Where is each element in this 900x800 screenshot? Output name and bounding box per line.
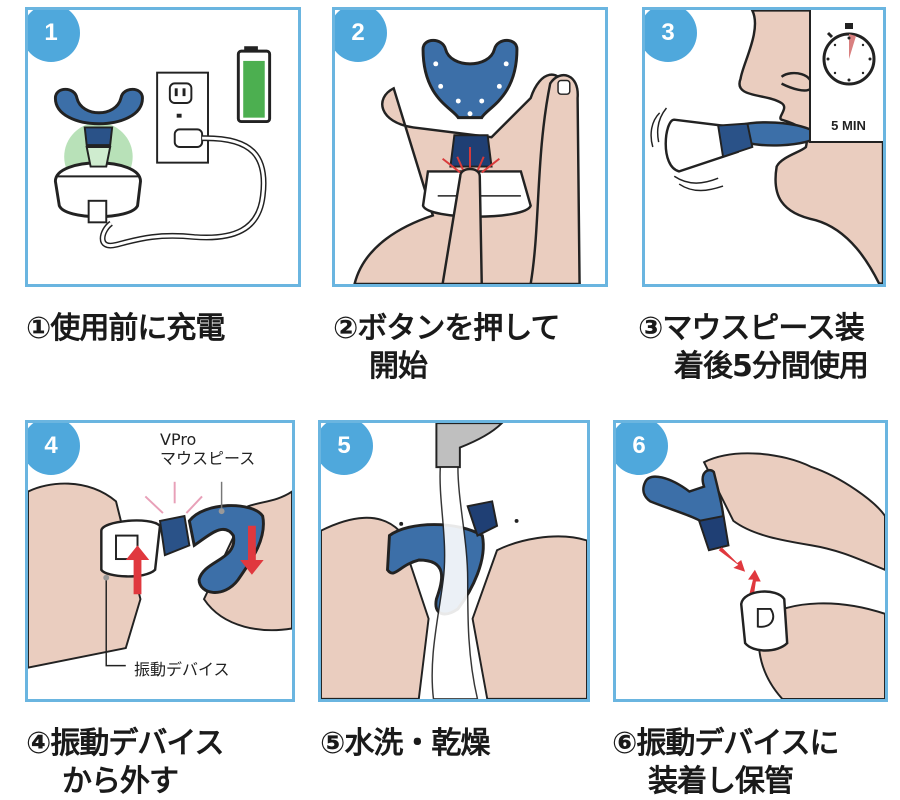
vibration-device-label: 振動デバイス <box>134 660 230 679</box>
timer-label: 5 MIN <box>831 118 866 133</box>
step-3-panel: 3 5 MIN <box>642 7 886 287</box>
step-4-caption-line1: ④振動デバイス <box>26 726 225 761</box>
callout-top-line2: マウスピース <box>160 449 256 468</box>
step-1-caption: ①使用前に充電 <box>26 310 225 348</box>
vpro-mouthpiece-label: VPro マウスピース <box>160 430 255 468</box>
step-4-badge: 4 <box>28 423 80 475</box>
step-5-panel: 5 <box>318 420 590 702</box>
step-6-badge: 6 <box>616 423 668 475</box>
step-5-caption: ⑤水洗・乾燥 <box>320 725 490 763</box>
step-3-caption-line1: ③マウスピース装 <box>638 311 865 346</box>
wall-outlet-icon <box>156 71 209 164</box>
step-1-caption-line1: ①使用前に充電 <box>26 311 225 346</box>
step-6-panel: 6 <box>613 420 888 702</box>
step-4-panel: 4 VPro マウスピース 振動デバイス <box>25 420 295 702</box>
step-3-caption: ③マウスピース装 着後5分間使用 <box>638 310 869 386</box>
rinse-illustration <box>321 423 587 699</box>
step-1-panel: 1 <box>25 7 301 287</box>
step-3-badge: 3 <box>645 10 697 62</box>
step-5-caption-line1: ⑤水洗・乾燥 <box>320 726 490 761</box>
step-2-panel: 2 <box>332 7 608 287</box>
stopwatch-icon <box>822 23 876 86</box>
callout-top-line1: VPro <box>160 430 197 449</box>
button-press-illustration <box>353 38 581 284</box>
step-3-caption-line2: 着後5分間使用 <box>674 349 869 384</box>
step-4-caption: ④振動デバイス から外す <box>26 725 225 800</box>
charging-illustration <box>53 46 272 249</box>
step-5-badge: 5 <box>321 423 373 475</box>
step-1-badge: 1 <box>28 10 80 62</box>
step-2-badge: 2 <box>335 10 387 62</box>
step-2-caption-line1: ②ボタンを押して <box>333 311 561 346</box>
step-4-caption-line2: から外す <box>62 764 179 799</box>
attach-illustration <box>642 452 885 699</box>
step-6-caption: ⑥振動デバイスに 装着し保管 <box>612 725 840 800</box>
step-6-caption-line2: 装着し保管 <box>648 764 794 799</box>
step-2-caption-line2: 開始 <box>369 349 428 384</box>
step-2-caption: ②ボタンを押して 開始 <box>333 310 561 386</box>
step-6-caption-line1: ⑥振動デバイスに <box>612 726 840 761</box>
separate-illustration <box>28 481 292 669</box>
battery-icon <box>236 46 272 124</box>
timer-box: 5 MIN <box>809 10 883 143</box>
